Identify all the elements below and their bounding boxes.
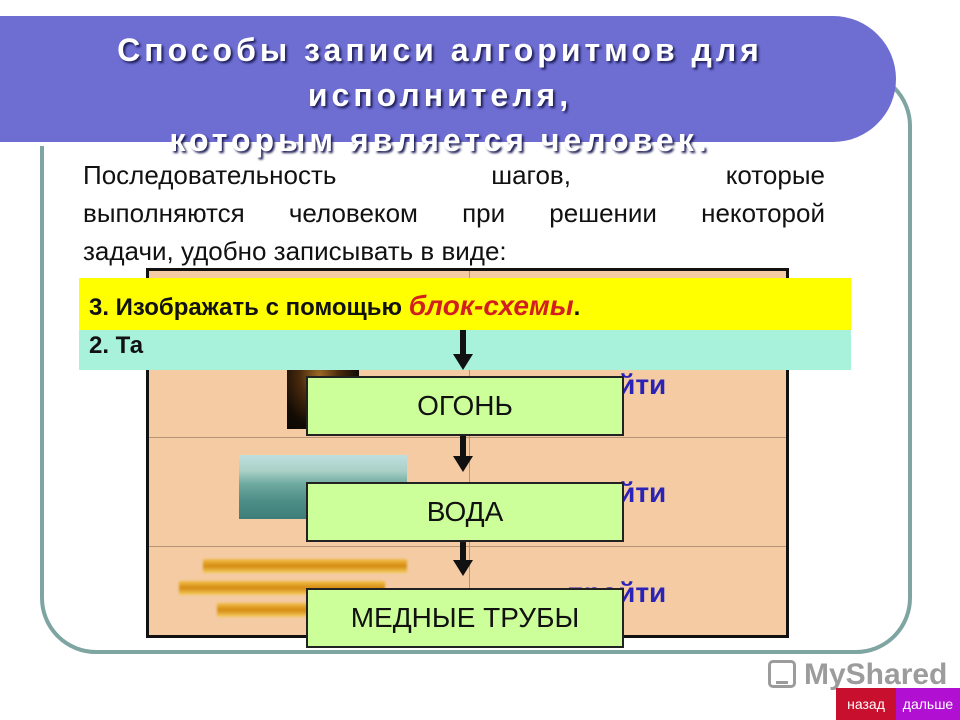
flow-step-copper-pipes: МЕДНЫЕ ТРУБЫ — [306, 588, 624, 648]
flow-arrow-head — [453, 560, 473, 576]
next-button[interactable]: дальше — [896, 688, 960, 720]
method-2-text: 2. Та — [89, 332, 149, 360]
copper-pipe-image — [203, 559, 407, 573]
intro-line-2: выполняются человеком при решении некото… — [83, 194, 825, 232]
table-row-divider — [149, 546, 786, 547]
flow-step-fire: ОГОНЬ — [306, 376, 624, 436]
presentation-icon — [768, 660, 796, 688]
back-button[interactable]: назад — [836, 688, 896, 720]
method-3-bar: 3. Изображать с помощью блок-схемы. — [79, 278, 851, 330]
logo-text: MyShared — [804, 658, 947, 692]
flow-arrow-shaft — [460, 540, 466, 562]
intro-paragraph: Последовательность шагов, которые выполн… — [83, 156, 825, 270]
table-row-divider — [149, 437, 786, 438]
flow-arrow-head — [453, 456, 473, 472]
method-3-suffix: . — [574, 294, 581, 321]
flow-step-water: ВОДА — [306, 482, 624, 542]
method-3-text: 3. Изображать с помощью блок-схемы. — [89, 290, 580, 322]
flow-arrow-shaft — [460, 330, 466, 356]
intro-line-3: задачи, удобно записывать в виде: — [83, 232, 825, 270]
method-3-prefix: 3. Изображать с помощью — [89, 294, 409, 321]
intro-line-1: Последовательность шагов, которые — [83, 156, 825, 194]
method-3-accent: блок-схемы — [409, 290, 574, 321]
slide-title-line-1: Способы записи алгоритмов для исполнител… — [40, 28, 840, 118]
flow-arrow-head — [453, 354, 473, 370]
slide-title: Способы записи алгоритмов для исполнител… — [40, 28, 840, 163]
flow-arrow-shaft — [460, 436, 466, 458]
